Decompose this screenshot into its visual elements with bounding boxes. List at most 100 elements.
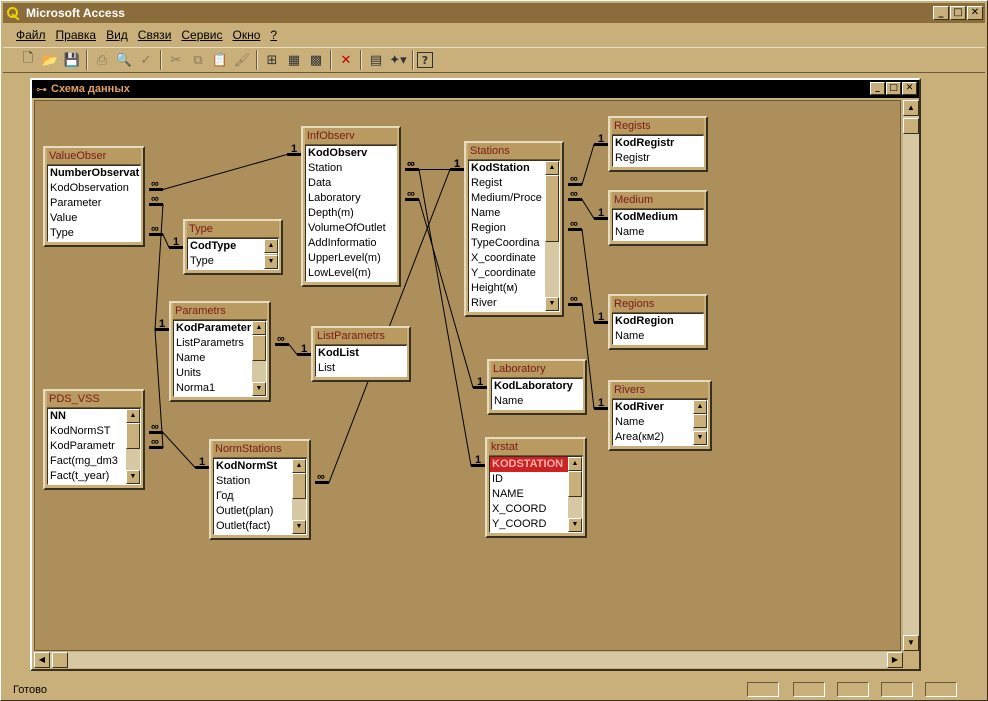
child-close-button[interactable]: ✕ — [902, 82, 917, 95]
field-item[interactable]: NumberObservat — [50, 167, 140, 179]
field-item[interactable]: KodParametr — [50, 440, 115, 452]
field-item[interactable]: Station — [308, 162, 343, 174]
field-item[interactable]: Type — [190, 255, 214, 267]
scroll-up-button[interactable]: ▲ — [264, 239, 278, 253]
scroll-down-button[interactable]: ▼ — [545, 297, 559, 311]
field-item[interactable]: Regist — [471, 177, 503, 189]
field-item[interactable]: KodObservation — [50, 182, 129, 194]
spelling-icon[interactable]: ✓ — [140, 52, 152, 68]
field-item[interactable]: List — [318, 362, 336, 374]
show-direct-icon[interactable]: ▦ — [287, 52, 301, 68]
help-icon[interactable]: ? — [417, 52, 433, 68]
table-title[interactable]: ListParametrs — [315, 328, 407, 345]
field-item[interactable]: Fact(mg_dm3 — [50, 455, 118, 467]
paste-icon[interactable]: 📋 — [211, 52, 229, 68]
field-item[interactable]: ID — [492, 473, 503, 485]
table-title[interactable]: Rivers — [612, 382, 708, 399]
field-item[interactable]: LowLevel(m) — [308, 267, 371, 279]
field-item[interactable]: Fact(t_year) — [50, 470, 110, 482]
field-list-scrollbar[interactable]: ▲▼ — [252, 321, 266, 396]
field-item[interactable]: TypeCoordina — [471, 237, 540, 249]
scroll-thumb[interactable] — [252, 335, 266, 361]
field-list-scrollbar[interactable]: ▲▼ — [545, 161, 559, 311]
table-title[interactable]: PDS_VSS — [47, 391, 141, 408]
child-minimize-button[interactable]: _ — [870, 82, 885, 95]
field-item[interactable]: KodStation — [471, 162, 530, 174]
field-item[interactable]: River — [471, 297, 497, 309]
field-item[interactable]: NAME — [492, 488, 524, 500]
field-item[interactable]: CodType — [190, 240, 237, 252]
scroll-down-button[interactable]: ▼ — [252, 382, 266, 396]
field-list-scrollbar[interactable]: ▲▼ — [292, 459, 306, 534]
field-item[interactable]: Laboratory — [308, 192, 361, 204]
field-item[interactable]: Outlet(plan) — [216, 505, 274, 517]
table-title[interactable]: ValueObser — [47, 148, 141, 165]
scroll-up-button[interactable]: ▲ — [292, 459, 306, 473]
scroll-left-button[interactable]: ◀ — [34, 652, 50, 668]
field-item[interactable]: KodNormSt — [216, 460, 278, 472]
field-item[interactable]: VolumeOfOutlet — [308, 222, 386, 234]
scroll-down-button[interactable]: ▼ — [903, 635, 919, 651]
close-button[interactable]: ✕ — [967, 6, 983, 20]
field-item[interactable]: Name — [176, 352, 206, 364]
format-painter-icon[interactable]: 🖌 — [233, 52, 251, 68]
new-icon[interactable]: 🗋 — [22, 51, 34, 66]
show-table-icon[interactable]: ⊞ — [266, 52, 278, 68]
menu-edit[interactable]: Правка — [55, 28, 97, 42]
field-item[interactable]: Region — [471, 222, 506, 234]
field-list-scrollbar[interactable]: ▲▼ — [568, 457, 582, 532]
field-item[interactable]: Outlet(fact) — [216, 520, 271, 532]
cut-icon[interactable]: ✂ — [170, 52, 182, 68]
minimize-button[interactable]: _ — [933, 6, 949, 20]
field-item[interactable]: Y_coordinate — [471, 267, 536, 279]
scroll-thumb[interactable] — [292, 473, 306, 499]
scroll-down-button[interactable]: ▼ — [693, 431, 707, 445]
field-item[interactable]: Station — [216, 475, 251, 487]
table-title[interactable]: Regions — [612, 296, 704, 313]
field-item[interactable]: ListParametrs — [176, 337, 244, 349]
field-item[interactable]: KodParameter — [176, 322, 252, 334]
scroll-down-button[interactable]: ▼ — [126, 470, 140, 484]
field-list-scrollbar[interactable]: ▲▼ — [126, 409, 140, 484]
menu-view[interactable]: Вид — [106, 28, 128, 42]
field-item[interactable]: KodRiver — [615, 401, 664, 413]
scroll-down-button[interactable]: ▼ — [292, 520, 306, 534]
field-item[interactable]: Registr — [615, 152, 650, 164]
delete-icon[interactable]: ✕ — [340, 52, 352, 68]
scroll-up-button[interactable]: ▲ — [903, 100, 919, 116]
table-title[interactable]: Laboratory — [491, 361, 583, 378]
horizontal-scrollbar[interactable]: ◀ ▶ — [34, 652, 903, 668]
table-title[interactable]: InfObserv — [305, 128, 397, 145]
scroll-down-button[interactable]: ▼ — [264, 255, 278, 269]
field-item[interactable]: Type — [50, 227, 74, 239]
table-title[interactable]: NormStations — [213, 441, 307, 458]
vertical-scrollbar[interactable]: ▲ ▼ — [903, 100, 919, 651]
table-title[interactable]: Type — [187, 221, 279, 238]
menu-relationships[interactable]: Связи — [137, 28, 172, 42]
menu-window[interactable]: Окно — [232, 28, 261, 42]
vertical-scroll-thumb[interactable] — [903, 118, 919, 134]
scroll-thumb[interactable] — [693, 414, 707, 428]
print-icon[interactable]: ⎙ — [96, 52, 108, 68]
field-item[interactable]: KodRegistr — [615, 137, 675, 149]
show-all-icon[interactable]: ▩ — [309, 52, 323, 68]
